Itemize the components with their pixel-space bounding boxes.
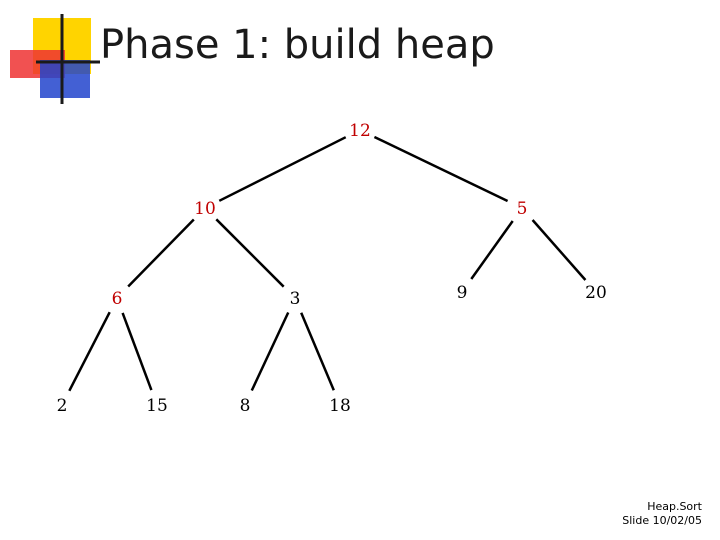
footer-slide-info: Slide 10/02/05 (622, 514, 702, 527)
tree-node-12: 12 (349, 121, 371, 141)
tree-node-15: 15 (146, 396, 168, 416)
tree-node-10: 10 (194, 199, 216, 219)
tree-edge-n10-n6 (127, 218, 195, 288)
tree-node-8: 8 (240, 396, 251, 416)
footer-title: Heap.Sort (647, 500, 702, 513)
tree-node-20: 20 (585, 283, 607, 303)
slide-corner-decoration (10, 14, 100, 104)
tree-edge-n5-n20 (531, 219, 587, 281)
tree-edge-n5-n9 (470, 220, 514, 280)
tree-node-2: 2 (57, 396, 68, 416)
slide-footer: Heap.Sort Slide 10/02/05 (622, 500, 702, 528)
tree-nodes: 12 10 5 6 3 9 20 2 15 8 18 (57, 121, 607, 416)
tree-edge-n12-n5 (373, 135, 509, 203)
tree-node-3: 3 (290, 289, 301, 309)
tree-edge-n3-n18 (300, 312, 335, 391)
tree-edge-n10-n3 (215, 218, 285, 288)
tree-node-6: 6 (112, 289, 123, 309)
tree-edge-n6-n2 (68, 311, 111, 392)
tree-node-5: 5 (517, 199, 528, 219)
tree-node-9: 9 (457, 283, 468, 303)
tree-edge-n3-n8 (250, 311, 290, 392)
slide-title: Phase 1: build heap (100, 22, 495, 68)
tree-node-18: 18 (329, 396, 351, 416)
tree-edge-n6-n15 (121, 312, 153, 391)
deco-blue-square (40, 60, 90, 98)
tree-edge-n12-n10 (218, 136, 347, 202)
tree-edges (68, 135, 587, 392)
